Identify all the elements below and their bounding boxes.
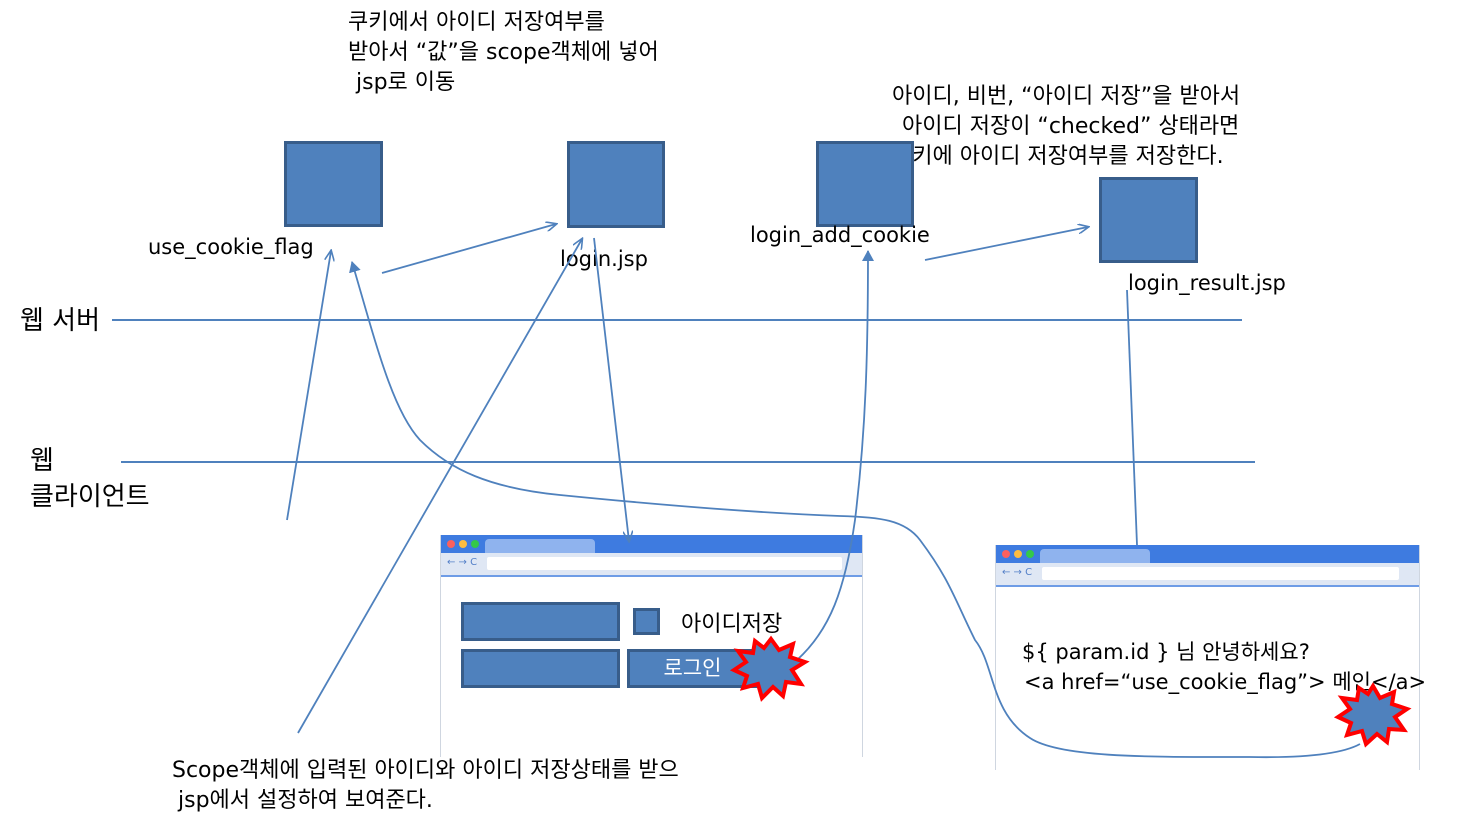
- use-cookie-flag-node: [284, 141, 383, 227]
- remember-id-checkbox[interactable]: [633, 608, 660, 635]
- use-cookie-flag-label: use_cookie_flag: [148, 235, 314, 259]
- browser-tab: [1040, 549, 1150, 563]
- note-line: Scope객체에 입력된 아이디와 아이디 저장상태를 받으: [172, 758, 679, 783]
- close-dot-icon: [447, 540, 455, 548]
- client-to-use-cookie-flag-arrow: [286, 251, 331, 521]
- note-line: 아이디 저장이 “checked” 상태라면: [902, 114, 1240, 139]
- minimize-dot-icon: [459, 540, 467, 548]
- greeting-text: ${ param.id } 님 안녕하세요?: [1022, 640, 1310, 664]
- result-jsp-to-browser-line: [1126, 289, 1138, 546]
- id-input[interactable]: [461, 602, 620, 641]
- server-layer-label: 웹 서버: [20, 306, 101, 336]
- remember-id-label: 아이디저장: [681, 612, 783, 637]
- login-submit-to-add-cookie-curve: [796, 250, 874, 661]
- add-cookie-to-result-arrow: [924, 227, 1088, 261]
- note-line: 받아서 “값”을 scope객체에 넣어: [348, 40, 659, 65]
- address-bar: [487, 557, 842, 570]
- note-cookie-save: 아이디, 비번, “아이디 저장”을 받아서 아이디 저장이 “checked”…: [892, 82, 1240, 172]
- back-forward-icon: ← → C: [1002, 567, 1033, 578]
- main-link-to-use-cookie-flag-curve: [349, 261, 1361, 759]
- browser-toolbar: ← → C: [441, 553, 862, 577]
- login-jsp-to-browser-arrow: [593, 237, 629, 541]
- minimize-dot-icon: [1014, 550, 1022, 558]
- use-cookie-flag-to-login-jsp-arrow: [381, 224, 556, 274]
- address-bar: [1042, 567, 1399, 580]
- login-add-cookie-label: login_add_cookie: [750, 223, 930, 247]
- note-line: 아이디, 비번, “아이디 저장”을 받아서: [892, 84, 1241, 109]
- login-jsp-node: [567, 141, 665, 228]
- server-layer-line: [112, 319, 1242, 321]
- browser-toolbar: ← → C: [996, 563, 1419, 587]
- note-line: 쿠키에 아이디 저장여부를 저장한다.: [892, 144, 1224, 169]
- login-add-cookie-node: [816, 141, 914, 227]
- note-line: jsp로 이동: [356, 70, 456, 95]
- client-layer-label: 웹: [30, 446, 54, 476]
- back-forward-icon: ← → C: [447, 557, 478, 568]
- login-result-jsp-label: login_result.jsp: [1128, 271, 1286, 295]
- maximize-dot-icon: [1026, 550, 1034, 558]
- client-layer-line: [121, 461, 1255, 463]
- note-line: 쿠키에서 아이디 저장여부를: [348, 10, 605, 35]
- browser-tab: [485, 539, 595, 553]
- login-result-jsp-node: [1099, 177, 1198, 263]
- note-cookie-read: 쿠키에서 아이디 저장여부를 받아서 “값”을 scope객체에 넣어 jsp로…: [348, 8, 659, 98]
- close-dot-icon: [1002, 550, 1010, 558]
- click-burst-login-icon: [729, 635, 810, 702]
- browser-titlebar: [441, 535, 862, 553]
- browser-titlebar: [996, 545, 1419, 563]
- client-layer-label: 클라이언트: [30, 482, 150, 512]
- password-input[interactable]: [461, 649, 620, 688]
- click-burst-main-link-icon: [1333, 682, 1412, 748]
- note-scope-display: Scope객체에 입력된 아이디와 아이디 저장상태를 받으 jsp에서 설정하…: [172, 756, 679, 816]
- scope-note-pointer-arrow: [297, 239, 582, 734]
- note-line: jsp에서 설정하여 보여준다.: [178, 788, 433, 813]
- maximize-dot-icon: [471, 540, 479, 548]
